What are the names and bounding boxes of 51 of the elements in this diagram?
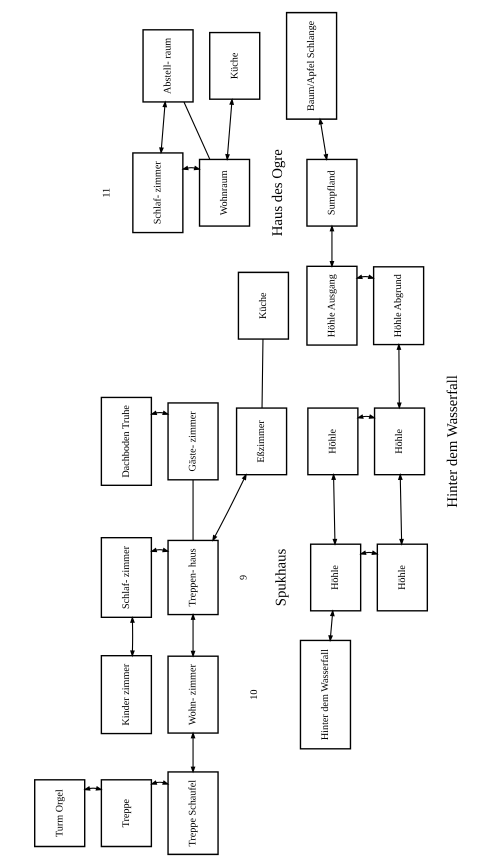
node-box: Schlaf- zimmer: [100, 536, 152, 618]
arrow: [130, 616, 135, 658]
label: Haus des Ogre: [270, 149, 286, 236]
node-box: Dachboden Truhe: [100, 396, 152, 486]
arrow: [318, 118, 328, 161]
arrow: [225, 98, 234, 161]
node-box: Höhle Abgrund: [372, 266, 424, 346]
arrow: [190, 613, 196, 658]
arrow: [331, 473, 338, 546]
arrow: [190, 732, 196, 774]
arrow: [356, 274, 375, 280]
node-box: Höhle: [307, 407, 359, 476]
connector: [261, 339, 264, 408]
node-box: Kinder zimmer: [100, 655, 152, 734]
node-box: Wohnraum: [198, 158, 250, 227]
node-box: Küche: [238, 272, 290, 340]
arrow: [83, 786, 103, 791]
node-box: Treppen- haus: [167, 540, 219, 616]
label: 10: [248, 690, 260, 700]
arrow: [398, 473, 404, 546]
node-box: Treppe: [100, 779, 152, 848]
node-box: Eßzimmer: [236, 407, 288, 476]
arrow: [212, 473, 247, 542]
node-box: Wohn- zimmer: [167, 656, 219, 734]
arrow: [150, 548, 170, 552]
node-box: Abstell- raum: [142, 29, 194, 103]
node-box: Schlaf- zimmer: [132, 152, 184, 234]
node-box: Höhle: [310, 543, 362, 612]
node-box: Treppe Schaufel: [167, 771, 219, 856]
arrow: [150, 410, 170, 416]
label: Spukhaus: [273, 548, 290, 606]
arrow: [330, 224, 334, 268]
node-box: Höhle: [374, 407, 426, 476]
node-box: Baum/Apfel Schlange: [286, 12, 338, 120]
arrow: [150, 780, 170, 785]
connector: [184, 102, 210, 160]
label: Hinter dem Wasserfall: [444, 375, 461, 508]
node-box: Höhle: [376, 543, 428, 612]
node-box: Hinter dem Wasserfall: [300, 640, 352, 750]
arrow: [159, 100, 168, 154]
arrow: [328, 609, 335, 642]
node-box: Küche: [209, 32, 260, 100]
node-box: Sumpfland: [306, 158, 358, 227]
arrow: [396, 343, 402, 410]
arrow: [181, 166, 201, 170]
label: 9: [238, 574, 250, 580]
label: 11: [102, 188, 113, 198]
connector: [192, 480, 194, 540]
node-box: Turm Orgel: [34, 779, 86, 848]
node-box: Gäste- zimmer: [167, 402, 219, 480]
node-box: Höhle Ausgang: [306, 266, 358, 346]
